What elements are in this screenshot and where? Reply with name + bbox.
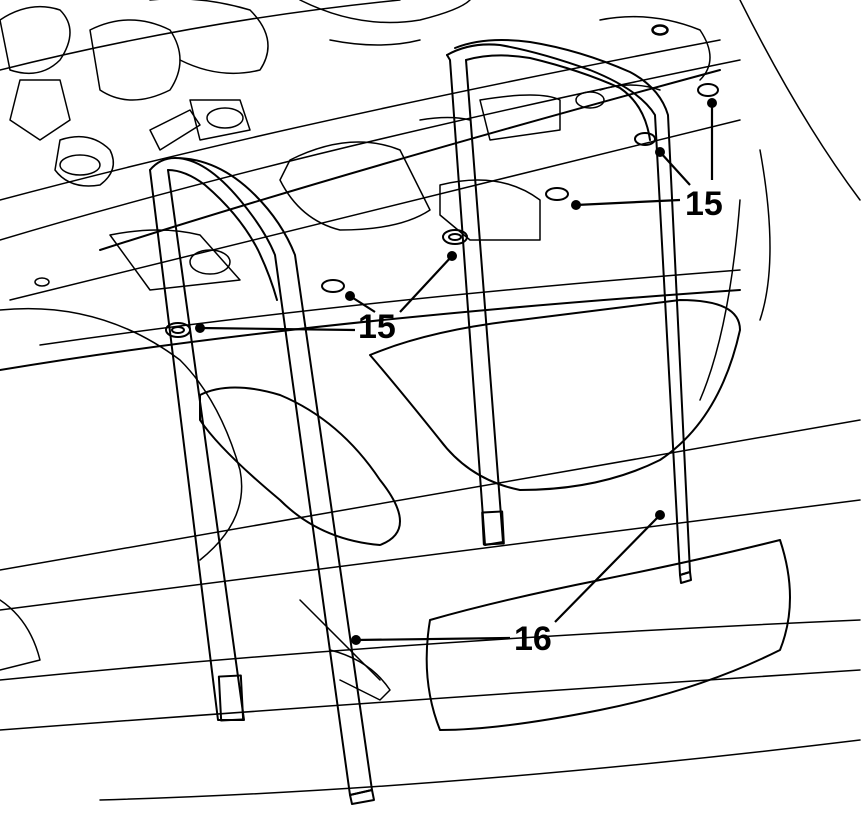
bolt-hole: [171, 326, 185, 334]
bolt-hole: [34, 277, 50, 287]
bolt-hole: [634, 132, 656, 146]
right-strap: [446, 39, 692, 584]
left-strap: [149, 157, 375, 805]
bolt-hole: [652, 25, 668, 35]
leader-line: [355, 636, 511, 642]
bolt-hole: [442, 229, 468, 245]
callout-16: 16: [514, 620, 552, 658]
right-strap-end-a: [481, 510, 505, 546]
bolt-hole: [545, 187, 569, 201]
bolt-hole: [321, 279, 345, 293]
bolt-hole: [448, 233, 462, 241]
callout-15-upper-right: 15: [685, 185, 723, 223]
leader-line: [199, 326, 356, 332]
callout-leaders: [195, 98, 717, 645]
left-strap-end-a: [217, 674, 245, 722]
leader-line: [575, 198, 681, 207]
body-panel-lines: [0, 0, 861, 801]
leader-line: [554, 514, 661, 623]
callout-15-center: 15: [358, 308, 396, 346]
leader-line: [399, 255, 453, 313]
bolt-hole: [697, 83, 719, 97]
leader-line: [349, 295, 376, 313]
engine-components: [0, 0, 711, 275]
leader-line: [659, 151, 691, 186]
bolt-holes: [34, 25, 719, 338]
